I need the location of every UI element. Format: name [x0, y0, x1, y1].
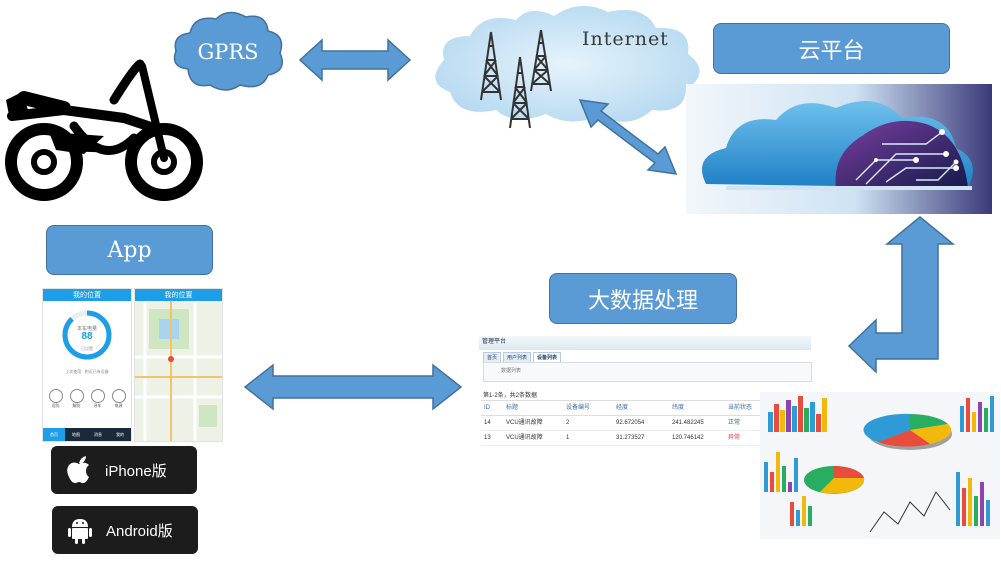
- tower-icon-1: [480, 31, 502, 101]
- table-row[interactable]: 13 VCU通讯故障 1 31.273527 120.746142 异常: [481, 431, 781, 446]
- col-device[interactable]: 设备编号: [566, 405, 591, 411]
- gauge-sub: 已设置: [81, 346, 93, 351]
- find-icon[interactable]: [90, 389, 105, 403]
- double-arrow-app-data: [243, 363, 463, 411]
- table-row[interactable]: 14 VCU通讯故障 2 92.672054 241.482245 正常: [481, 416, 781, 431]
- motorcycle-icon: [5, 59, 203, 201]
- bottom-nav: 首页 地图 消息 我的: [43, 428, 131, 441]
- double-arrow-cloud-data: [847, 216, 956, 374]
- phone2-title: 我的位置: [135, 289, 222, 301]
- power-icon[interactable]: [111, 389, 126, 403]
- android-label: Android版: [106, 522, 173, 540]
- gauge-value: 88: [81, 331, 93, 342]
- cell: 13: [484, 435, 491, 441]
- col-status[interactable]: 当前状态: [728, 405, 753, 411]
- cell: 2: [566, 420, 570, 426]
- col-lng[interactable]: 经度: [616, 405, 629, 411]
- info-text: 上次使用 · 附近已有设备: [65, 369, 109, 374]
- cell: VCU通讯故障: [506, 420, 543, 426]
- table-header: ID 标题 设备编号 经度 纬度 当前状态: [481, 400, 781, 416]
- app-screenshot-map: 我的位置: [134, 288, 223, 442]
- app-screenshot-home: 我的位置 本车电量 88 已设置 上次使用 · 附近已有设备 设防 解防 寻车 …: [42, 288, 132, 442]
- phone1-title: 我的位置: [43, 289, 131, 301]
- action-label: 电源: [114, 403, 123, 408]
- double-arrow-internet-cloud: [578, 99, 678, 175]
- internet-cloud: [435, 5, 700, 122]
- col-title[interactable]: 标题: [506, 405, 519, 411]
- android-download-button[interactable]: Android版: [52, 506, 198, 554]
- tower-icon-3: [530, 29, 552, 92]
- cell: 31.273527: [616, 435, 645, 441]
- col-id[interactable]: ID: [484, 405, 490, 411]
- unlock-icon[interactable]: [69, 389, 84, 403]
- battery-gauge: [62, 310, 112, 360]
- status-normal: 正常: [728, 420, 741, 426]
- nav-item[interactable]: 消息: [94, 432, 102, 437]
- big-data-label: 大数据处理: [549, 273, 737, 324]
- lock-icon[interactable]: [48, 389, 63, 403]
- cell: 120.746142: [672, 435, 704, 441]
- android-icon: [68, 519, 92, 544]
- cell: 241.482245: [672, 420, 704, 426]
- double-arrow-gprs-internet: [298, 38, 412, 82]
- nav-item[interactable]: 地图: [72, 432, 80, 437]
- status-abnormal: 异常: [728, 435, 741, 441]
- gprs-cloud: [173, 11, 283, 91]
- tower-icon-2: [509, 56, 531, 129]
- cloud-platform-image: [686, 84, 992, 214]
- cell: VCU通讯故障: [506, 435, 543, 441]
- internet-label: Internet: [582, 28, 669, 50]
- iphone-label: iPhone版: [105, 462, 167, 480]
- device-table: ID 标题 设备编号 经度 纬度 当前状态 14 VCU通讯故障 2 92.67…: [481, 400, 781, 446]
- cell: 14: [484, 420, 491, 426]
- cell: 1: [566, 435, 570, 441]
- gauge-caption: 本车电量: [76, 326, 97, 332]
- apple-icon: [67, 456, 89, 484]
- data-charts-image: [760, 392, 1000, 539]
- action-label: 寻车: [93, 403, 102, 408]
- map-image: [135, 301, 222, 441]
- iphone-download-button[interactable]: iPhone版: [51, 446, 197, 494]
- action-label: 设防: [51, 403, 60, 408]
- management-platform-screenshot: 管理平台 首页 用户列表 设备列表 数据列表 第1-2条，共2条数据 ID 标题…: [479, 336, 812, 448]
- cloud-platform-label: 云平台: [713, 23, 950, 74]
- nav-item[interactable]: 首页: [43, 428, 65, 441]
- cell: 92.672054: [616, 420, 645, 426]
- mgmt-summary: 第1-2条，共2条数据: [483, 393, 538, 399]
- gprs-label: GPRS: [197, 40, 259, 64]
- mgmt-subtitle: 数据列表: [501, 368, 522, 374]
- action-label: 解防: [72, 403, 81, 408]
- col-lat[interactable]: 纬度: [672, 405, 685, 411]
- app-label: App: [46, 225, 213, 275]
- nav-item[interactable]: 我的: [116, 432, 124, 437]
- mgmt-title: 管理平台: [479, 336, 811, 350]
